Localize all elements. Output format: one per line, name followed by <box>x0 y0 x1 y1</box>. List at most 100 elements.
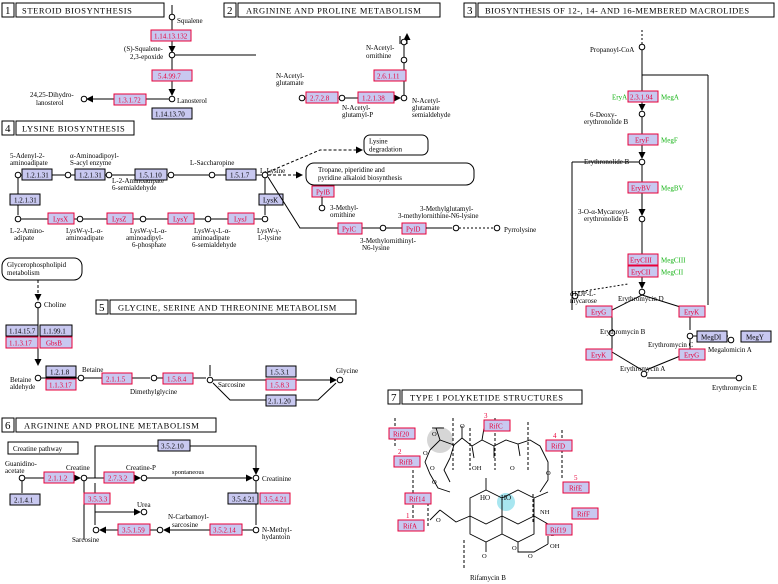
compound-node[interactable] <box>298 94 306 102</box>
enzyme-box[interactable] <box>265 378 297 391</box>
enzyme-box[interactable] <box>627 133 659 146</box>
pathway-link[interactable] <box>1 257 83 281</box>
compound-node[interactable] <box>14 215 22 223</box>
compound-node[interactable] <box>34 301 42 309</box>
enzyme-box[interactable] <box>157 439 191 452</box>
pathway-link[interactable] <box>305 162 475 186</box>
enzyme-box[interactable] <box>39 336 73 349</box>
compound-node[interactable] <box>318 204 326 212</box>
compound-node[interactable] <box>208 171 216 179</box>
enzyme-box[interactable] <box>357 91 395 104</box>
enzyme-box[interactable] <box>265 394 297 407</box>
enzyme-box[interactable] <box>388 427 416 440</box>
enzyme-box[interactable] <box>373 69 407 82</box>
enzyme-box[interactable] <box>117 523 151 536</box>
enzyme-box[interactable] <box>227 492 259 505</box>
enzyme-box[interactable] <box>740 330 772 343</box>
enzyme-box[interactable] <box>103 471 135 484</box>
enzyme-box[interactable] <box>39 324 73 337</box>
compound-node[interactable] <box>105 171 113 179</box>
enzyme-box[interactable] <box>627 253 659 266</box>
compound-node[interactable] <box>638 158 646 166</box>
compound-node[interactable] <box>140 474 148 482</box>
enzyme-box[interactable] <box>258 193 284 206</box>
enzyme-box[interactable] <box>227 212 255 225</box>
enzyme-box[interactable] <box>337 222 363 235</box>
compound-node[interactable] <box>77 374 85 382</box>
compound-node[interactable] <box>400 56 408 64</box>
compound-node[interactable] <box>261 171 269 179</box>
compound-node[interactable] <box>638 288 646 296</box>
enzyme-box[interactable] <box>678 305 706 318</box>
compound-node[interactable] <box>139 215 147 223</box>
compound-node[interactable] <box>452 224 460 232</box>
enzyme-box[interactable] <box>151 69 193 82</box>
enzyme-box[interactable] <box>225 168 257 181</box>
compound-node[interactable] <box>638 110 646 118</box>
enzyme-box[interactable] <box>101 372 133 385</box>
enzyme-box[interactable] <box>311 185 335 198</box>
enzyme-box[interactable] <box>74 168 106 181</box>
compound-node[interactable] <box>638 43 646 51</box>
enzyme-box[interactable] <box>45 365 77 378</box>
enzyme-box[interactable] <box>585 305 613 318</box>
compound-node[interactable] <box>92 526 100 534</box>
enzyme-box[interactable] <box>134 168 168 181</box>
enzyme-box[interactable] <box>45 378 77 391</box>
enzyme-box[interactable] <box>483 419 511 432</box>
compound-node[interactable] <box>336 376 344 384</box>
enzyme-box[interactable] <box>545 523 573 536</box>
compound-node[interactable] <box>34 374 42 382</box>
enzyme-box[interactable] <box>113 93 147 106</box>
compound-node[interactable] <box>76 215 84 223</box>
compound-node[interactable] <box>80 474 88 482</box>
compound-node[interactable] <box>204 215 212 223</box>
enzyme-box[interactable] <box>305 91 339 104</box>
enzyme-box[interactable] <box>571 507 599 520</box>
compound-node[interactable] <box>686 332 694 340</box>
compound-node[interactable] <box>156 526 164 534</box>
enzyme-box[interactable] <box>5 324 39 337</box>
enzyme-box[interactable] <box>83 492 111 505</box>
enzyme-box[interactable] <box>404 492 432 505</box>
enzyme-box[interactable] <box>167 212 195 225</box>
enzyme-box[interactable] <box>259 492 291 505</box>
compound-node[interactable] <box>493 224 501 232</box>
compound-node[interactable] <box>150 374 158 382</box>
enzyme-box[interactable] <box>9 493 41 506</box>
compound-node[interactable] <box>261 215 269 223</box>
enzyme-box[interactable] <box>627 265 659 278</box>
compound-node[interactable] <box>80 95 88 103</box>
pathway-link[interactable] <box>7 441 79 455</box>
compound-node[interactable] <box>252 474 260 482</box>
compound-node[interactable] <box>338 94 346 102</box>
pathway-link[interactable] <box>363 134 429 156</box>
compound-node[interactable] <box>168 95 176 103</box>
compound-node[interactable] <box>379 224 387 232</box>
enzyme-box[interactable] <box>43 471 75 484</box>
compound-node[interactable] <box>571 292 579 300</box>
compound-node[interactable] <box>608 329 616 337</box>
compound-node[interactable] <box>735 374 743 382</box>
enzyme-box[interactable] <box>397 519 425 532</box>
compound-node[interactable] <box>640 370 648 378</box>
enzyme-box[interactable] <box>150 29 192 42</box>
compound-node[interactable] <box>400 94 408 102</box>
enzyme-box[interactable] <box>47 212 75 225</box>
enzyme-box[interactable] <box>627 181 659 194</box>
enzyme-box[interactable] <box>393 455 421 468</box>
compound-node[interactable] <box>168 51 176 59</box>
compound-node[interactable] <box>206 376 214 384</box>
enzyme-box[interactable] <box>21 168 53 181</box>
enzyme-box[interactable] <box>678 348 706 361</box>
compound-node[interactable] <box>18 474 26 482</box>
enzyme-box[interactable] <box>696 330 728 343</box>
enzyme-box[interactable] <box>9 193 41 206</box>
enzyme-box[interactable] <box>585 348 613 361</box>
enzyme-box[interactable] <box>265 365 297 378</box>
compound-node[interactable] <box>140 508 148 516</box>
enzyme-box[interactable] <box>209 523 243 536</box>
enzyme-box[interactable] <box>151 107 193 120</box>
compound-node[interactable] <box>14 171 22 179</box>
compound-node[interactable] <box>638 215 646 223</box>
